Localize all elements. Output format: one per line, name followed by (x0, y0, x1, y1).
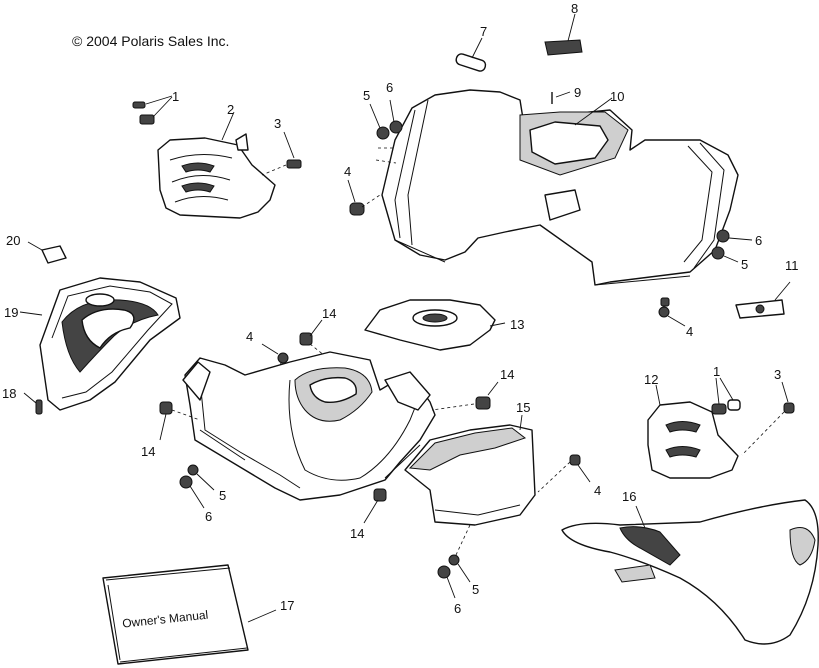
callout-11: 11 (785, 258, 799, 273)
callout-16: 16 (622, 489, 636, 504)
callout-20: 20 (6, 233, 20, 248)
part-19-headlight-pod (19, 277, 181, 411)
callout-12: 12 (644, 372, 658, 387)
part-7-grommet (455, 37, 487, 72)
callout-17: 17 (280, 598, 294, 613)
part-8-decal (544, 13, 583, 56)
part-4-fastener-upper (347, 179, 381, 216)
part-9-pin (551, 91, 571, 104)
part-4-fastener-lower-right (537, 454, 591, 493)
callout-1: 1 (172, 89, 179, 104)
callout-1-right: 1 (713, 364, 720, 379)
part-12-side-panel-right (647, 384, 739, 479)
part-5-6-hardware-bottom (437, 524, 471, 599)
copyright-text: © 2004 Polaris Sales Inc. (72, 33, 229, 49)
callout-7: 7 (480, 24, 487, 39)
callout-13: 13 (510, 317, 524, 332)
callout-8: 8 (571, 1, 578, 16)
callout-4: 4 (344, 164, 351, 179)
part-1-fasteners-top (132, 95, 173, 125)
part-14-fastener-upper-center (299, 319, 331, 361)
part-14-fastener-right (431, 381, 499, 411)
callout-4-center: 4 (246, 329, 253, 344)
callout-6-right: 6 (755, 233, 762, 248)
part-15-footwell (404, 414, 536, 526)
callout-6-bottom: 6 (454, 601, 461, 616)
callout-6: 6 (386, 80, 393, 95)
part-17-owners-manual: Owner's Manual (102, 564, 277, 665)
callout-14-right: 14 (500, 367, 514, 382)
part-20-clip (27, 241, 67, 264)
callout-15: 15 (516, 400, 530, 415)
callout-14-left: 14 (141, 444, 155, 459)
callout-labels: 1 2 3 4 5 6 7 8 9 10 6 5 11 4 20 19 18 1… (2, 1, 799, 616)
callout-4-lower-right: 4 (594, 483, 601, 498)
callout-2: 2 (227, 102, 234, 117)
part-10-rear-fender (375, 89, 739, 286)
part-5-6-hardware-lower-left (179, 464, 215, 509)
callout-5-left: 5 (219, 488, 226, 503)
part-3-screw-right (741, 381, 795, 456)
callout-19: 19 (4, 305, 18, 320)
part-14-fastener-left (159, 401, 201, 441)
callout-9: 9 (574, 85, 581, 100)
callout-4-fender: 4 (686, 324, 693, 339)
part-13-tank-cover (364, 299, 506, 351)
part-3-screw-top (261, 131, 302, 176)
part-11-plate (735, 281, 791, 319)
front-cab-body (182, 351, 436, 501)
callout-18: 18 (2, 386, 16, 401)
callout-3: 3 (274, 116, 281, 131)
callout-14-bottom: 14 (350, 526, 364, 541)
part-1-fasteners-right (711, 377, 741, 415)
callout-5-right: 5 (741, 257, 748, 272)
part-5-6-hardware-upper (369, 99, 403, 140)
callout-6-left: 6 (205, 509, 212, 524)
callout-3-right: 3 (774, 367, 781, 382)
part-4-fastener-lower-fender (658, 297, 686, 327)
callout-14-upper: 14 (322, 306, 336, 321)
callout-5-bottom: 5 (472, 582, 479, 597)
part-6-5-hardware-right (711, 229, 753, 263)
part-2-side-panel-left (157, 111, 276, 219)
part-16-seat (561, 499, 819, 645)
callout-10: 10 (610, 89, 624, 104)
part-18-screw (23, 392, 43, 415)
part-14-fastener-bottom (363, 488, 387, 524)
callout-5: 5 (363, 88, 370, 103)
